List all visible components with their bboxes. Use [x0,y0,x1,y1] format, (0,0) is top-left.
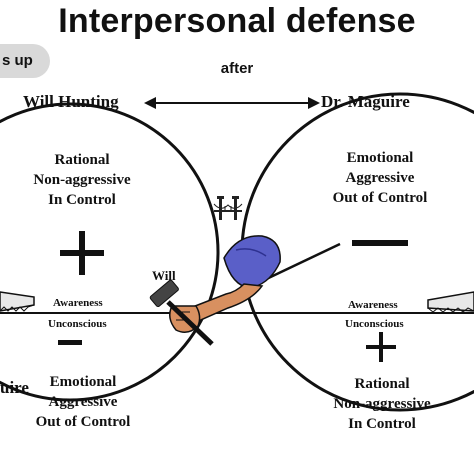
left-top-line-2: Non-aggressive [33,172,131,188]
left-top-sign [60,231,104,275]
left-bottom-text: Emotional Aggressive Out of Control [28,372,138,432]
left-person-name: Will Hunting [23,92,119,111]
left-bottom-sign [58,340,82,345]
speech-bubble [0,44,50,78]
right-top-sign [352,240,408,246]
right-awareness-label: Awareness [348,299,398,311]
right-bottom-line-2: Non-aggressive [333,396,431,412]
right-bottom-text: Rational Non-aggressive In Control [322,374,442,434]
hammer-icon [149,279,214,346]
left-awareness-label: Awareness [53,297,103,309]
page-title: Interpersonal defense [58,2,416,40]
subtitle: after [220,60,254,77]
left-bottom-line-1: Emotional [49,374,117,390]
actor-label: Will [152,268,176,283]
right-person-name: Dr. Maguire [321,92,410,111]
right-top-line-2: Aggressive [345,170,415,186]
right-bottom-line-1: Rational [354,376,410,392]
left-top-text: Rational Non-aggressive In Control [22,150,142,210]
right-unconscious-label: Unconscious [345,318,404,330]
bubble-text: s up [2,52,33,69]
left-circle [0,102,220,402]
double-arrow [144,97,320,109]
saw-icon-left [0,291,35,312]
bridge-icon [213,196,243,220]
left-unconscious-label: Unconscious [48,318,107,330]
left-top-line-3: In Control [48,192,116,208]
right-top-line-3: Out of Control [332,190,428,206]
right-top-text: Emotional Aggressive Out of Control [320,148,440,208]
left-bottom-line-2: Aggressive [48,394,118,410]
left-bottom-line-3: Out of Control [35,414,131,430]
saw-icon-right [427,291,474,313]
bottom-left-name-fragment: uire [0,378,29,397]
right-top-line-1: Emotional [346,150,414,166]
right-bottom-sign [366,332,396,362]
right-bottom-line-3: In Control [348,416,416,432]
left-top-line-1: Rational [54,152,110,168]
